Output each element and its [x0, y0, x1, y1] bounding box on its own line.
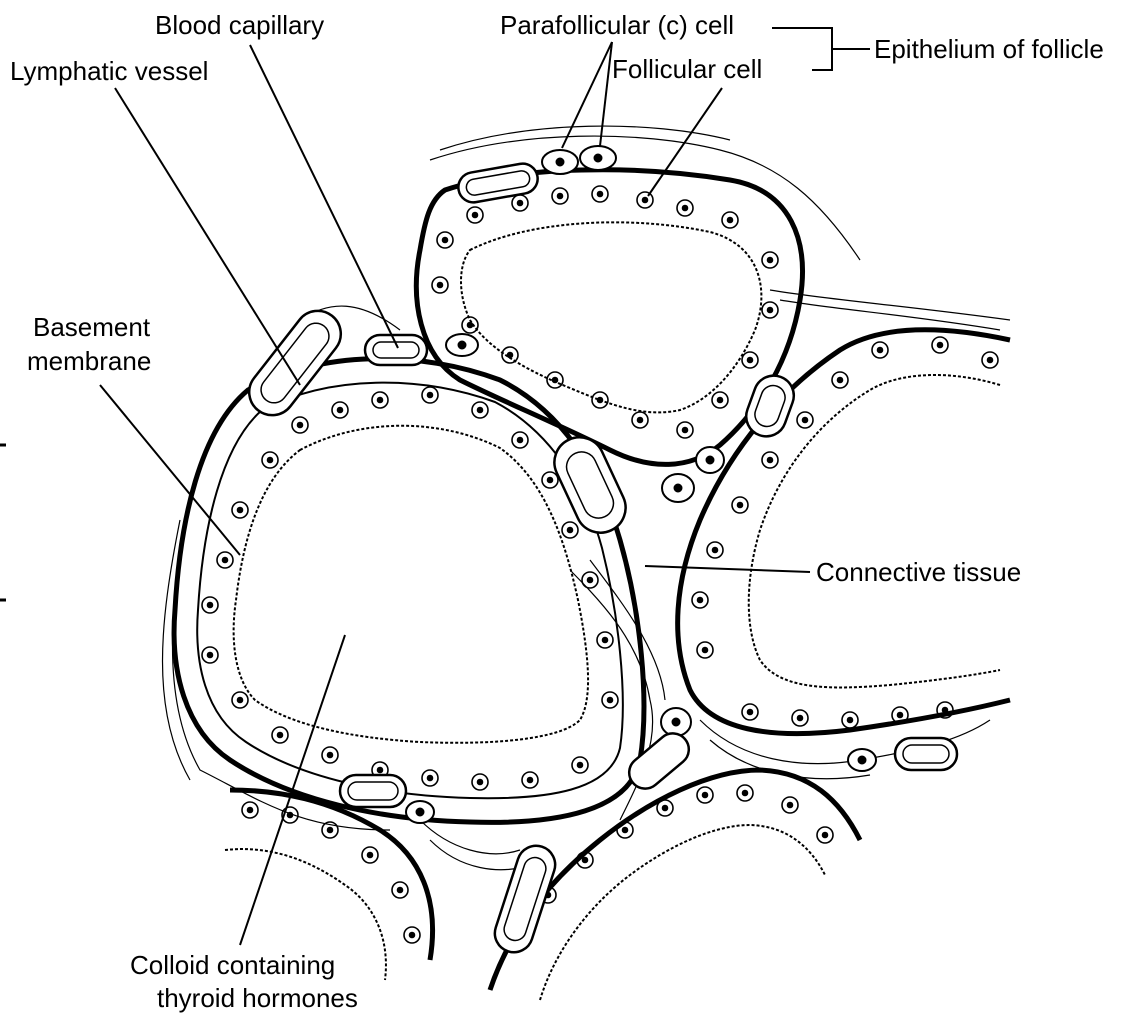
epithelium-bracket	[772, 28, 870, 70]
leader-blood-capillary	[250, 45, 398, 348]
label-lymphatic-vessel: Lymphatic vessel	[10, 56, 208, 86]
right-follicle-cells	[692, 337, 998, 728]
leader-follicular-cell	[648, 88, 722, 196]
upper-follicle	[416, 170, 802, 465]
lower-left-follicle-cells	[242, 802, 420, 943]
label-parafollicular-cell: Parafollicular (c) cell	[500, 10, 734, 40]
label-epithelium-of-follicle: Epithelium of follicle	[874, 34, 1104, 64]
label-colloid-line1: Colloid containing	[130, 950, 335, 980]
left-follicle	[174, 359, 644, 823]
right-follicle-basement-membrane	[678, 330, 1010, 734]
leader-parafollicular-right	[600, 42, 612, 146]
label-blood-capillary: Blood capillary	[155, 10, 324, 40]
leader-basement-membrane	[100, 385, 240, 555]
leader-parafollicular-left	[562, 42, 612, 148]
label-basement-membrane-line1: Basement	[33, 312, 151, 342]
right-follicle	[678, 330, 1010, 734]
label-connective-tissue: Connective tissue	[816, 557, 1021, 587]
edge-ticks	[0, 445, 6, 600]
label-colloid-line2: thyroid hormones	[157, 983, 358, 1013]
colloid-lumen	[234, 426, 588, 743]
label-follicular-cell: Follicular cell	[612, 54, 762, 84]
lower-right-follicle-cells	[512, 785, 833, 948]
label-basement-membrane-line2: membrane	[27, 346, 151, 376]
leader-connective-tissue	[645, 566, 810, 572]
